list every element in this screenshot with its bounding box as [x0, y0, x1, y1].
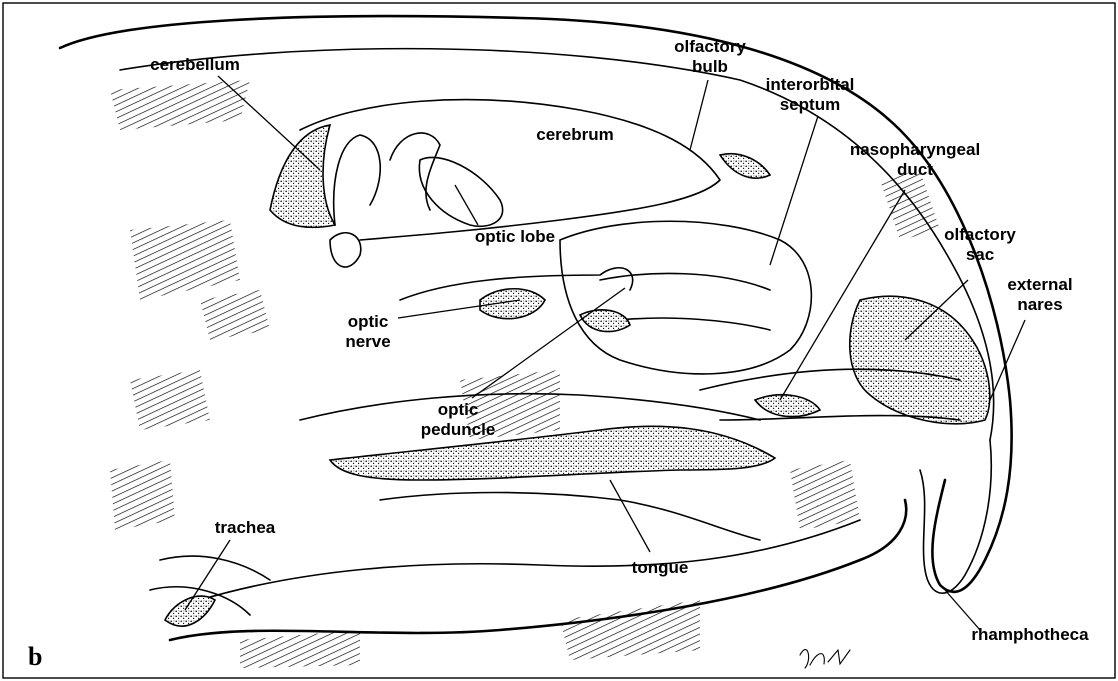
label-external-nares-line2: nares — [1017, 295, 1062, 314]
label-olfactory-sac-line2: sac — [966, 245, 994, 264]
hatching-1 — [110, 80, 250, 130]
leader-interorbital-septum — [770, 116, 818, 265]
cerebrum-outline — [300, 100, 720, 240]
cerebellum-cavity — [270, 125, 335, 227]
label-cerebrum: cerebrum — [536, 125, 613, 144]
label-olfactory-bulb-line1: olfactory — [674, 37, 746, 56]
leader-olfactory-bulb — [690, 80, 708, 150]
nasopharyngeal-duct-cavity — [755, 395, 820, 417]
artist-signature — [800, 650, 850, 668]
floor-outline — [200, 520, 860, 600]
panel-letter: b — [28, 642, 42, 671]
label-olfactory-sac-line1: olfactory — [944, 225, 1016, 244]
bird-head-section-drawing — [60, 16, 1012, 668]
olfactory-bulb-cavity — [720, 154, 770, 178]
oral-cavity — [330, 426, 775, 480]
leader-optic-lobe — [455, 185, 478, 225]
label-nasopharyngeal-duct-line2: duct — [897, 160, 933, 179]
label-optic-nerve-line2: nerve — [345, 332, 390, 351]
hatching-7 — [790, 460, 860, 530]
label-interorbital-septum-line1: interorbital — [766, 75, 855, 94]
hatching-6 — [880, 170, 940, 240]
optic-peduncle-cavity — [580, 310, 630, 332]
hatching-10 — [110, 460, 175, 530]
leader-rhamphotheca — [945, 590, 980, 630]
label-trachea: trachea — [215, 518, 276, 537]
label-nasopharyngeal-duct-line1: nasopharyngeal — [850, 140, 980, 159]
label-optic-peduncle-line1: optic — [438, 400, 479, 419]
hatching-2 — [130, 220, 240, 300]
hatching-8 — [240, 630, 360, 668]
trachea-cavity — [165, 596, 215, 626]
brainstem-outline — [330, 233, 361, 267]
tongue-outline — [380, 493, 760, 541]
cerebellum-folds — [334, 133, 440, 225]
label-optic-nerve-line1: optic — [348, 312, 389, 331]
orbit-outline — [560, 221, 811, 374]
label-olfactory-bulb-line2: bulb — [692, 57, 728, 76]
label-external-nares-line1: external — [1007, 275, 1072, 294]
optic-nerve-cavity — [480, 289, 545, 319]
label-cerebellum: cerebellum — [150, 55, 240, 74]
label-tongue: tongue — [632, 558, 689, 577]
hatching-9 — [560, 600, 700, 660]
hatching-4 — [130, 370, 210, 430]
olfactory-sac-cavity — [850, 296, 990, 424]
label-optic-lobe: optic lobe — [475, 227, 555, 246]
label-rhamphotheca: rhamphotheca — [971, 625, 1089, 644]
leader-cerebellum — [218, 76, 320, 170]
lower-jaw-outline — [170, 500, 906, 640]
hatching-3 — [200, 290, 270, 340]
label-optic-peduncle-line2: peduncle — [421, 420, 496, 439]
leader-tongue — [610, 480, 650, 552]
label-interorbital-septum-line2: septum — [780, 95, 840, 114]
